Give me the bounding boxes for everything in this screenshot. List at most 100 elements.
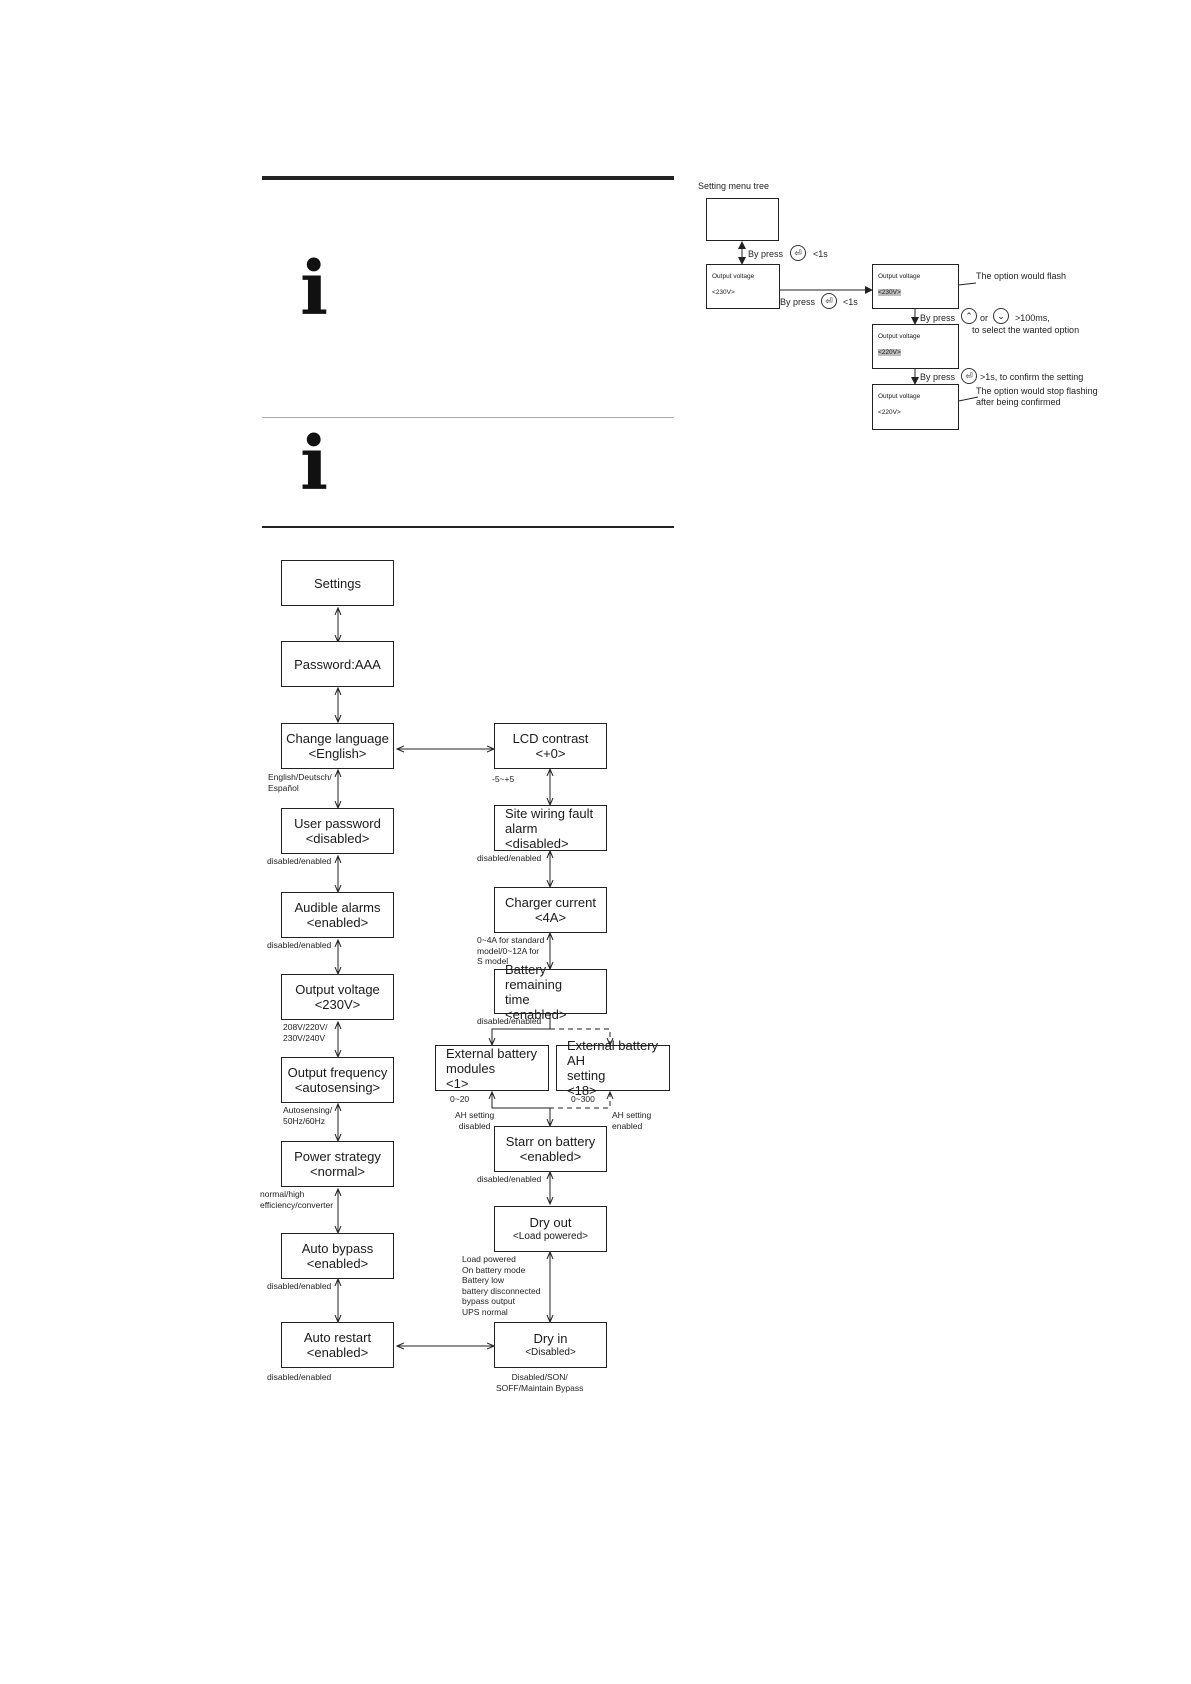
note-power-strategy: normal/high efficiency/converter	[260, 1189, 334, 1210]
node-user-password: User password <disabled>	[281, 808, 394, 854]
node-value: <English>	[308, 746, 367, 761]
node-auto-restart: Auto restart <enabled>	[281, 1322, 394, 1368]
down-button-icon: ⌄	[993, 308, 1009, 324]
node-title: Dry out	[529, 1215, 572, 1230]
node-title: Output frequency	[287, 1065, 388, 1080]
arrow-ah-start	[550, 1092, 610, 1109]
node-audible-alarms: Audible alarms <enabled>	[281, 892, 394, 938]
screen-value-flashing: <230V>	[878, 289, 901, 296]
small-step2-time: <1s	[843, 297, 858, 307]
node-title: Power strategy	[294, 1149, 381, 1164]
node-title: Settings	[314, 575, 361, 591]
screen-label: Output voltage	[712, 273, 755, 280]
node-title: User password	[294, 816, 381, 831]
node-title-cont: alarm	[505, 820, 538, 836]
small-screen-output-voltage: Output voltage <230V>	[706, 264, 780, 309]
small-tree-title: Setting menu tree	[698, 181, 770, 191]
screen-label: Output voltage	[878, 333, 921, 340]
node-change-language: Change language <English>	[281, 723, 394, 769]
stop-flash-note: The option would stop flashing after bei…	[976, 386, 1098, 407]
small-step3-time: >100ms,	[1015, 313, 1050, 323]
node-title: Auto restart	[303, 1330, 372, 1345]
screen-value: <220V>	[878, 409, 901, 416]
note-battery-remaining-time: disabled/enabled	[477, 1016, 542, 1026]
node-value: <1>	[446, 1075, 469, 1091]
note-external-battery-modules: 0~20	[450, 1094, 470, 1104]
node-dry-in: Dry in <Disabled>	[494, 1322, 607, 1368]
node-title-cont: modules	[446, 1060, 496, 1076]
info-icon: i	[300, 421, 329, 507]
small-step1-time: <1s	[813, 249, 828, 259]
node-title: Output voltage	[295, 982, 380, 997]
node-output-voltage: Output voltage <230V>	[281, 974, 394, 1020]
header-rule-top	[262, 176, 674, 180]
node-start-on-battery: Starr on battery <enabled>	[494, 1126, 607, 1172]
note-output-frequency: Autosensing/ 50Hz/60Hz	[283, 1105, 333, 1126]
screen-value: <230V>	[712, 289, 735, 296]
node-title: External battery AH	[567, 1038, 659, 1068]
node-title: Starr on battery	[505, 1134, 596, 1149]
node-title: Charger current	[504, 895, 597, 910]
node-title: Auto bypass	[301, 1241, 374, 1256]
up-button-icon: ⌃	[961, 308, 977, 324]
node-external-battery-ah: External battery AH setting <18>	[556, 1038, 670, 1098]
node-value: <Load powered>	[512, 1231, 589, 1242]
node-value: <enabled>	[306, 915, 369, 930]
node-value: <disabled>	[505, 835, 569, 851]
note-output-voltage: 208V/220V/ 230V/240V	[283, 1022, 328, 1043]
node-site-wiring-fault: Site wiring fault alarm <disabled>	[494, 805, 607, 851]
node-dry-out: Dry out <Load powered>	[494, 1206, 607, 1252]
info-icon: i	[300, 246, 329, 332]
node-value: <enabled>	[505, 1006, 567, 1022]
header-rule-mid	[262, 417, 674, 418]
header-rule-bottom	[262, 526, 674, 528]
note-user-password: disabled/enabled	[267, 856, 332, 866]
node-title-cont: setting	[567, 1068, 606, 1083]
node-charger-current: Charger current <4A>	[494, 887, 607, 933]
node-title: External battery	[446, 1045, 538, 1061]
small-step4-label: By press	[920, 372, 956, 382]
node-value: <enabled>	[306, 1345, 369, 1360]
node-value: <230V>	[314, 997, 361, 1012]
note-auto-restart: disabled/enabled	[267, 1372, 332, 1382]
node-value: <Disabled>	[525, 1347, 576, 1358]
node-value: <+0>	[535, 746, 566, 761]
small-screen-confirmed: Output voltage <220V>	[872, 384, 959, 430]
note-dry-out: Load powered On battery mode Battery low…	[462, 1254, 541, 1317]
arrow-modules-start	[492, 1092, 550, 1109]
node-title: Password:AAA	[294, 656, 381, 672]
node-value: <enabled>	[519, 1149, 582, 1164]
note-external-battery-ah: 0~300	[571, 1094, 595, 1104]
small-step1-label: By press	[748, 249, 784, 259]
node-value: <18>	[567, 1083, 597, 1098]
note-ah-disabled: AH setting disabled	[455, 1110, 495, 1131]
small-step4-text: >1s, to confirm the setting	[980, 372, 1084, 382]
small-blank-screen	[706, 198, 779, 241]
node-external-battery-modules: External battery modules <1>	[435, 1045, 549, 1091]
enter-button-icon: ⏎	[790, 245, 806, 261]
node-lcd-contrast: LCD contrast <+0>	[494, 723, 607, 769]
arrow-battery-modules	[492, 1014, 551, 1045]
note-audible-alarms: disabled/enabled	[267, 940, 332, 950]
node-value: <4A>	[534, 910, 567, 925]
node-value: <disabled>	[305, 831, 370, 846]
node-title: Audible alarms	[294, 900, 381, 915]
note-change-language: English/Deutsch/ Español	[268, 772, 332, 793]
note-start-on-battery: disabled/enabled	[477, 1174, 542, 1184]
node-title-cont: time	[505, 991, 530, 1007]
node-value: <enabled>	[306, 1256, 369, 1271]
small-step2-label: By press	[780, 297, 816, 307]
node-power-strategy: Power strategy <normal>	[281, 1141, 394, 1187]
note-auto-bypass: disabled/enabled	[267, 1281, 332, 1291]
node-settings: Settings	[281, 560, 394, 606]
small-screen-flash: Output voltage <230V>	[872, 264, 959, 309]
small-step3-label: By press	[920, 313, 956, 323]
enter-button-icon: ⏎	[821, 293, 837, 309]
node-battery-remaining-time: Battery remaining time <enabled>	[494, 962, 607, 1022]
node-value: <normal>	[310, 1164, 365, 1179]
screen-value-selected: <220V>	[878, 349, 901, 356]
note-ah-enabled: AH setting enabled	[612, 1110, 652, 1131]
flash-note: The option would flash	[976, 271, 1067, 281]
node-title: LCD contrast	[512, 731, 589, 746]
